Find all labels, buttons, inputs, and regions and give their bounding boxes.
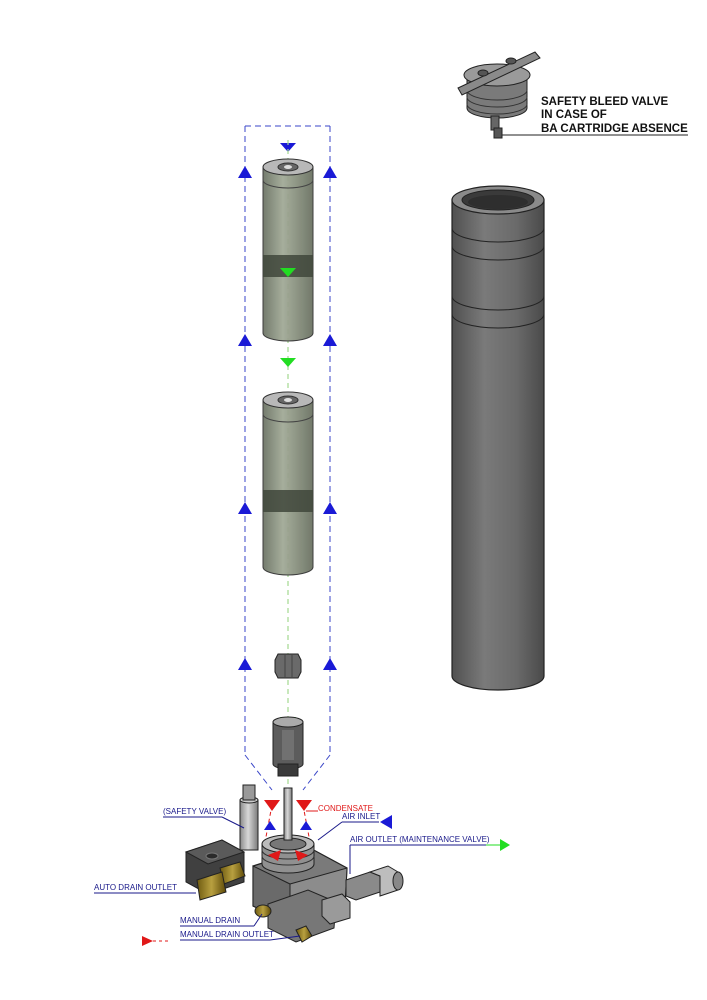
manifold-base [184,784,404,943]
filter-bowl [272,716,304,777]
blue-flow-arrows [238,143,337,670]
manual-drain-outlet-label: MANUAL DRAIN OUTLET [180,930,274,939]
condensate-label: CONDENSATE [318,804,373,813]
auto-drain-outlet-label: AUTO DRAIN OUTLET [94,883,177,892]
safety-bleed-valve [457,51,688,139]
upper-cartridge [262,158,314,342]
caption-line-2: IN CASE OF [541,109,607,121]
red-condensate-arrows [142,800,312,946]
blue-inlet-arrows [264,815,392,830]
hex-nut [274,653,302,679]
caption-line-1: SAFETY BLEED VALVE [541,96,668,108]
air-inlet-label: AIR INLET [342,812,380,821]
safety-valve-label: (SAFETY VALVE) [163,807,226,816]
housing-tube [451,185,545,691]
lower-cartridge [262,391,314,576]
air-flow-dashed-path [244,125,331,791]
leader-lines [94,810,500,942]
air-outlet-label: AIR OUTLET (MAINTENANCE VALVE) [350,835,490,844]
bleed-valve-caption: SAFETY BLEED VALVE IN CASE OF BA CARTRID… [541,96,688,135]
caption-line-3: BA CARTRIDGE ABSENCE [541,123,688,135]
manual-drain-label: MANUAL DRAIN [180,916,240,925]
green-outlet-arrow [500,839,510,851]
